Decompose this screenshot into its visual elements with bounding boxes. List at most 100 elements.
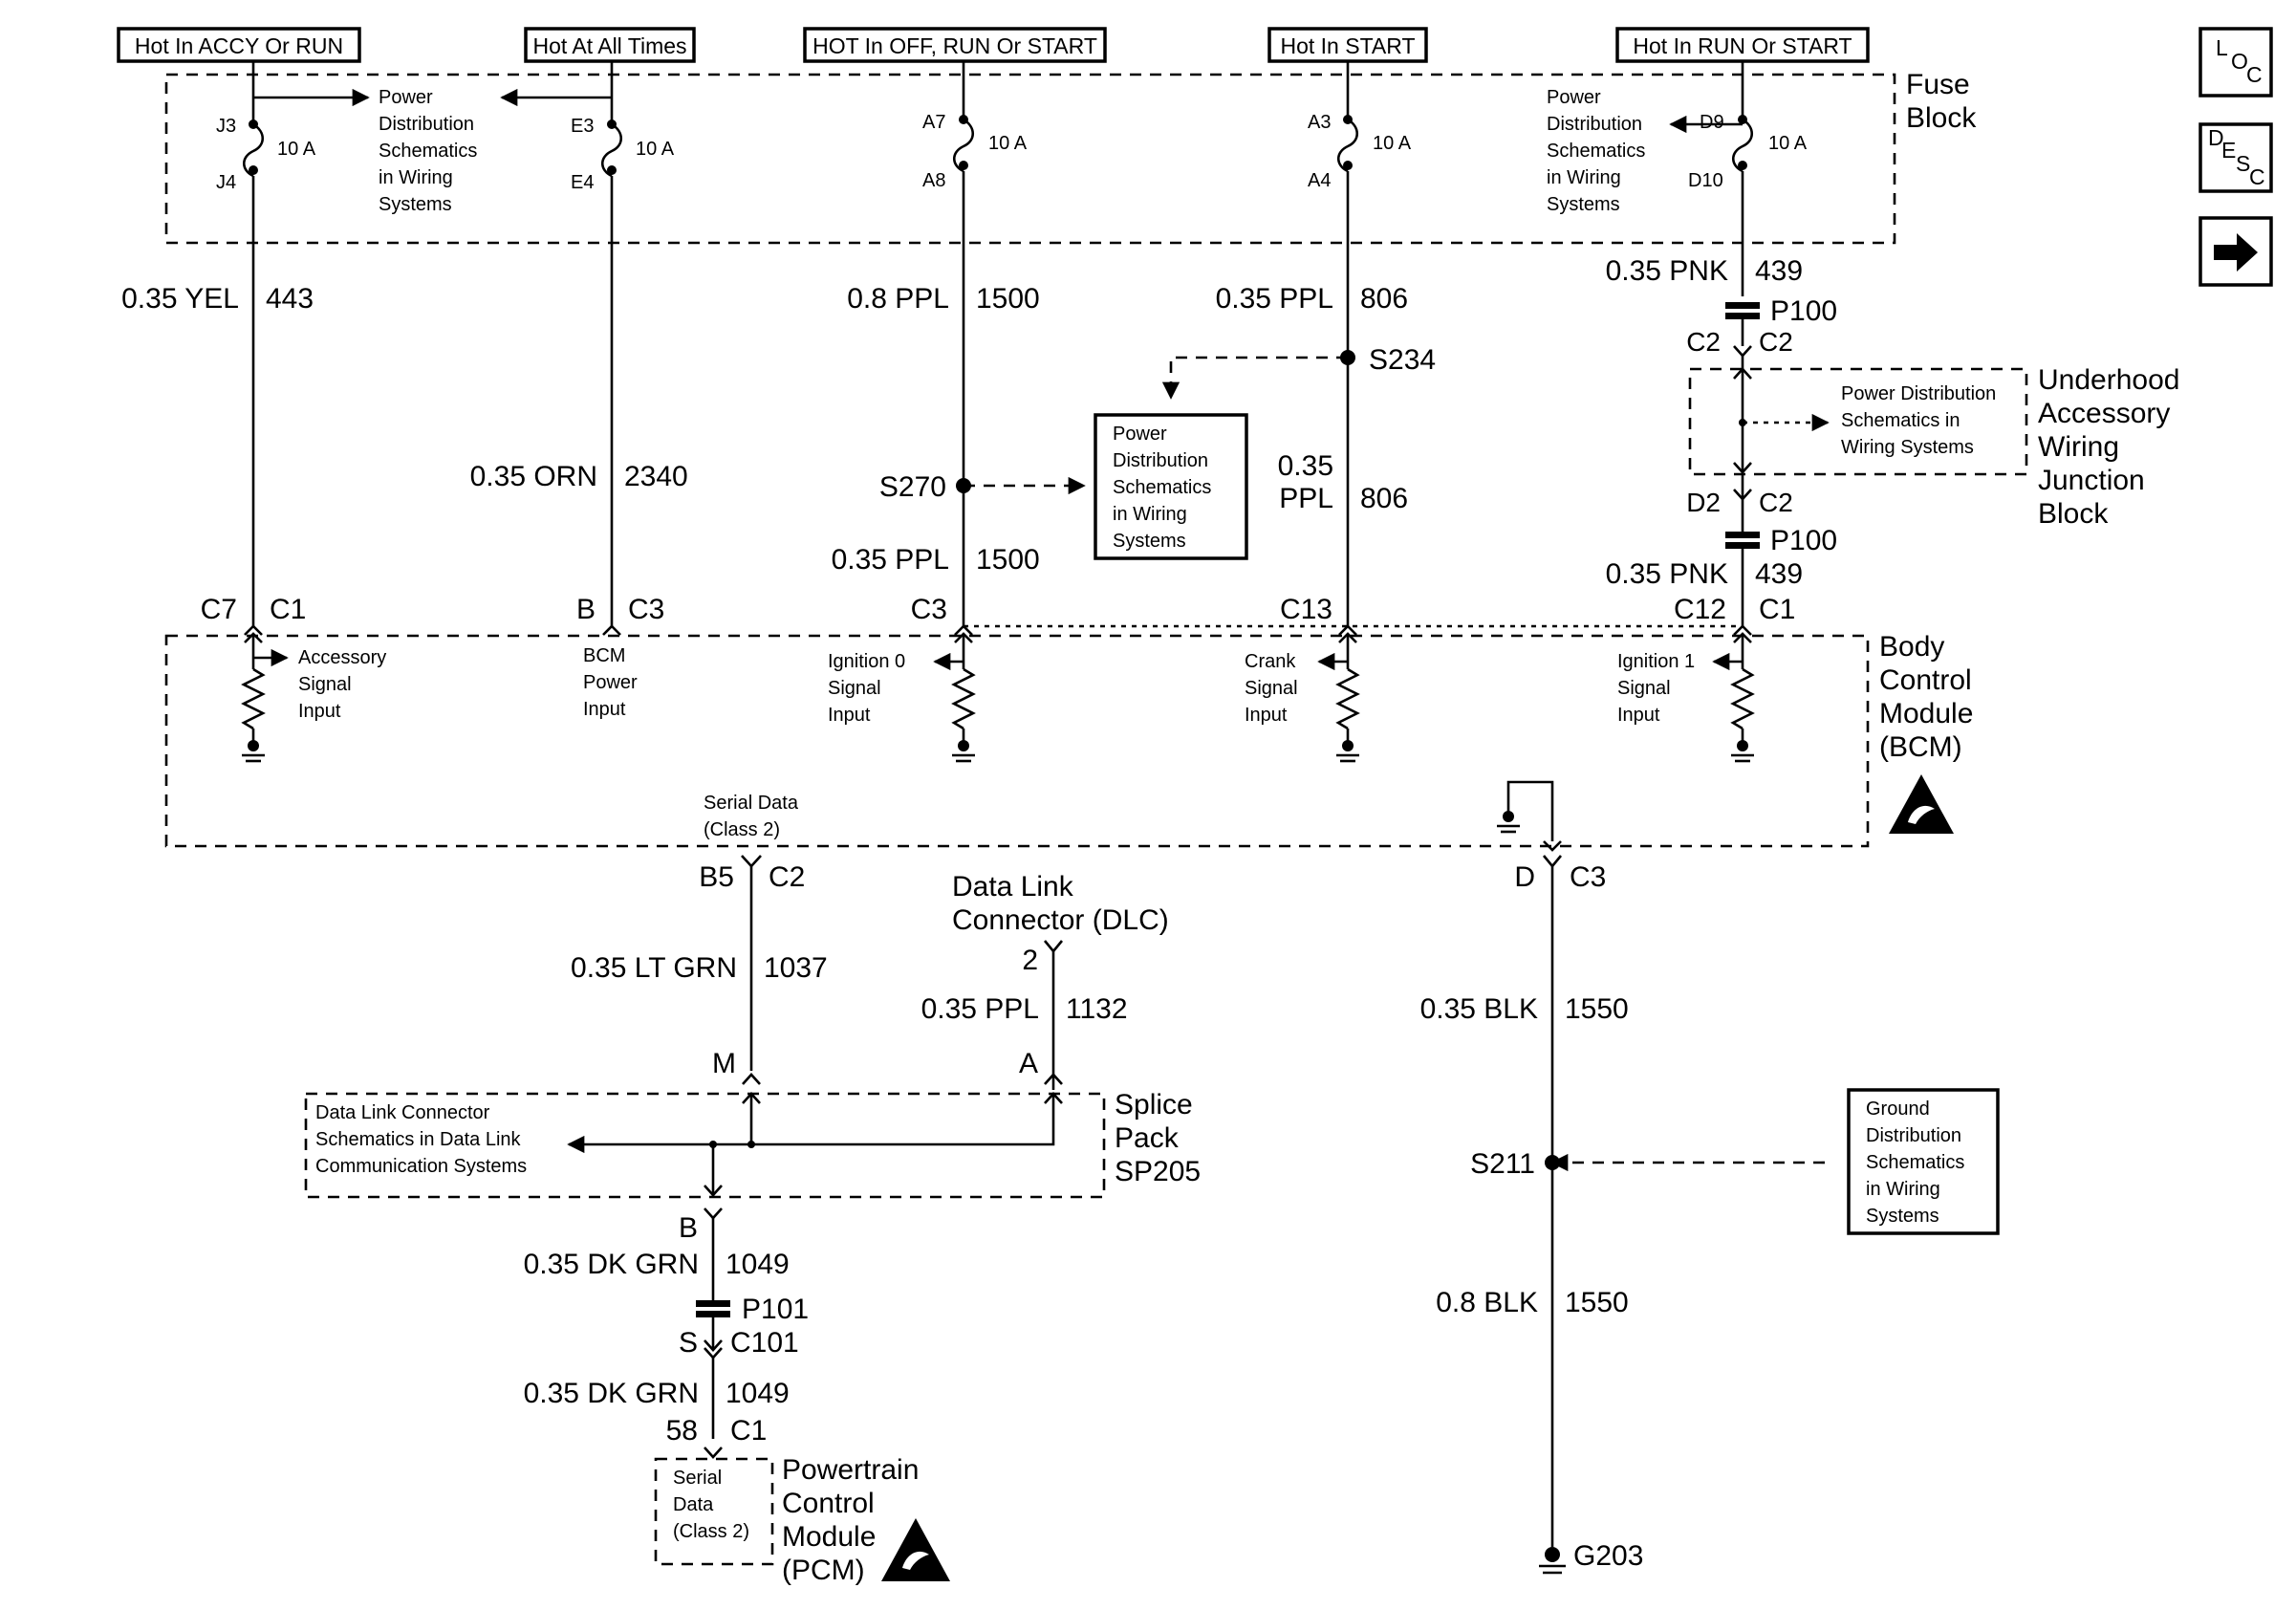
- wire-1550b-size: 0.8 BLK: [1436, 1287, 1538, 1318]
- bcm-internal-ground: [1497, 780, 1562, 852]
- underhood-ref-line-3: Wiring Systems: [1841, 437, 1974, 458]
- wire-1049a-size: 0.35 DK GRN: [524, 1249, 699, 1280]
- d2-label: D2: [1686, 488, 1721, 517]
- ground-d-connector: D C3: [1514, 855, 1606, 1547]
- center-ref-line-2: Distribution: [1113, 450, 1208, 471]
- underhood-ref: Power Distribution Schematics in Wiring …: [1841, 383, 1996, 458]
- c101-cavity: S: [679, 1327, 698, 1359]
- splice-pack-a: A: [1019, 1048, 1038, 1079]
- underhood-title: Underhood Accessory Wiring Junction Bloc…: [2038, 364, 2179, 530]
- center-ref-box: Power Distribution Schematics in Wiring …: [1094, 413, 1248, 560]
- inline-p100-top: P100: [1725, 295, 1837, 327]
- center-ref-line-5: Systems: [1113, 531, 1186, 552]
- center-ref-line-3: Schematics: [1113, 477, 1211, 498]
- underhood-title-4: Junction: [2038, 465, 2145, 496]
- underhood-title-3: Wiring: [2038, 431, 2119, 463]
- ref-right-line-4: in Wiring: [1547, 167, 1621, 188]
- bcm-title-2: Control: [1879, 664, 1972, 696]
- wire-806a-num: 806: [1360, 283, 1408, 315]
- power-feed-accy: Hot In ACCY Or RUN: [117, 27, 361, 63]
- wire-806b-num: 806: [1360, 483, 1408, 514]
- splice-s234-label: S234: [1369, 344, 1436, 376]
- pcm-title-4: (PCM): [782, 1555, 865, 1586]
- bcm-serial-line-1: Serial Data: [704, 793, 799, 814]
- dlc-pin: 2: [1022, 945, 1038, 976]
- wire-1500a-size: 0.8 PPL: [847, 283, 949, 315]
- pcm-title-2: Control: [782, 1488, 875, 1519]
- underhood-title-1: Underhood: [2038, 364, 2179, 396]
- ignition0-line-3: Input: [828, 705, 871, 726]
- accessory-line-1: Accessory: [298, 647, 386, 668]
- bcm-pin-5-cavity: C12: [1674, 594, 1726, 625]
- description-button[interactable]: D E S C: [2199, 122, 2273, 193]
- wire-1049b-size: 0.35 DK GRN: [524, 1378, 699, 1409]
- wire-443-num: 443: [266, 283, 314, 315]
- bcm-ignition0-input: Ignition 0 Signal Input: [828, 624, 976, 763]
- desc-letter-e: E: [2221, 138, 2236, 163]
- power-feed-run-start: Hot In RUN Or START: [1615, 27, 1870, 63]
- bcm-power-line-2: Power: [583, 672, 638, 693]
- wire-1550a-size: 0.35 BLK: [1420, 993, 1538, 1025]
- bcm-pin-3-cavity: C3: [911, 594, 947, 625]
- ground-ref-line-5: Systems: [1866, 1206, 1939, 1227]
- fuse-a3-a4: A3 A4 10 A: [1308, 61, 1412, 626]
- ground-ref-line-1: Ground: [1866, 1099, 1930, 1120]
- ignition1-line-1: Ignition 1: [1617, 651, 1695, 672]
- wire-1550b-num: 1550: [1565, 1287, 1629, 1318]
- fuse-block-title-2: Block: [1906, 102, 1977, 134]
- power-feed-accy-label: Hot In ACCY Or RUN: [135, 33, 343, 58]
- bcm-pin-row: C7 C1 B C3 C3 C13 C12 C1: [201, 594, 1796, 625]
- splice-pack-ref-1: Data Link Connector: [315, 1102, 490, 1123]
- dlc-title-2: Connector (DLC): [952, 904, 1169, 936]
- bcm-crank-input: Crank Signal Input: [1245, 624, 1360, 763]
- splice-pack-title-1: Splice: [1115, 1089, 1193, 1120]
- power-feed-always-label: Hot At All Times: [532, 33, 686, 58]
- bcm-pin-4-cavity: C13: [1280, 594, 1332, 625]
- desc-letter-s: S: [2236, 151, 2250, 176]
- wire-1049b-num: 1049: [726, 1378, 790, 1409]
- pcm-inner-1: Serial: [673, 1468, 722, 1489]
- c2-left-label: C2: [1686, 327, 1721, 357]
- bcm-pin-1-connector: C1: [270, 594, 306, 625]
- bcm-serial-line-2: (Class 2): [704, 819, 780, 840]
- bcm-ignition1-input: Ignition 1 Signal Input: [1617, 624, 1755, 763]
- pcm-cavity: 58: [666, 1415, 698, 1447]
- splice-pack-title-3: SP205: [1115, 1156, 1201, 1187]
- ref-right-line-2: Distribution: [1547, 114, 1642, 135]
- inline-p101: P101: [696, 1294, 809, 1325]
- wire-439a-num: 439: [1755, 255, 1803, 287]
- location-button[interactable]: L O C: [2199, 27, 2273, 98]
- desc-letter-d: D: [2208, 125, 2224, 150]
- fuse-5-bottom-cavity: D10: [1688, 170, 1723, 191]
- fuse-2-bottom-cavity: E4: [571, 172, 594, 193]
- dlc-title-1: Data Link: [952, 871, 1074, 903]
- fuse-1-bottom-cavity: J4: [216, 172, 236, 193]
- fuse-1-top-cavity: J3: [216, 116, 236, 137]
- fuse-1-rating: 10 A: [277, 139, 316, 160]
- ref-left-line-2: Distribution: [379, 114, 474, 135]
- b5-connector: C2: [769, 861, 805, 893]
- ref-left-line-3: Schematics: [379, 141, 477, 162]
- fuse-3-top-cavity: A7: [922, 112, 945, 133]
- loc-letter-o: O: [2231, 49, 2248, 74]
- pcm-title-1: Powertrain: [782, 1454, 919, 1486]
- ground-ref-box: Ground Distribution Schematics in Wiring…: [1847, 1088, 2000, 1235]
- ignition1-line-3: Input: [1617, 705, 1660, 726]
- bcm-power-line-1: BCM: [583, 645, 625, 666]
- g203-label: G203: [1573, 1540, 1643, 1572]
- next-page-button[interactable]: [2199, 216, 2273, 287]
- splice-pack-ref-3: Communication Systems: [315, 1156, 527, 1177]
- splice-pack-sp205: M A Data Link Connector Schematics in Da…: [304, 1048, 1201, 1199]
- bcm-power-line-3: Input: [583, 699, 626, 720]
- wire-1550a-num: 1550: [1565, 993, 1629, 1025]
- underhood-ref-line-1: Power Distribution: [1841, 383, 1996, 404]
- ground-ref-line-2: Distribution: [1866, 1125, 1961, 1146]
- fuse-5-rating: 10 A: [1768, 133, 1808, 154]
- splice-s211-label: S211: [1470, 1148, 1535, 1180]
- arrow-right-icon: [2214, 233, 2258, 272]
- bcm-pin-5-connector: C1: [1759, 594, 1795, 625]
- crank-line-2: Signal: [1245, 678, 1298, 699]
- fuse-2-top-cavity: E3: [571, 116, 594, 137]
- esd-warning-icon: [1889, 774, 1954, 834]
